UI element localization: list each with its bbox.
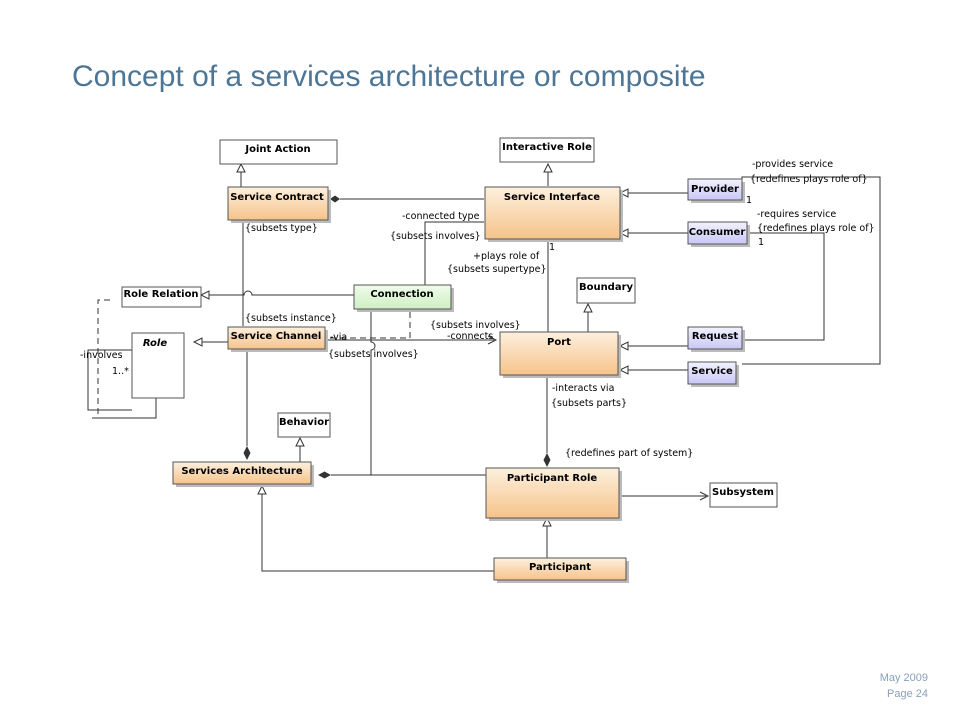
generalization-arrowhead: [542, 516, 552, 527]
constraint-label: {subsets instance}: [245, 313, 337, 324]
class-request[interactable]: Request: [687, 326, 745, 352]
association-line: [424, 221, 484, 285]
role-label: -involves: [80, 350, 123, 361]
constraint-label: {redefines part of system}: [565, 448, 693, 459]
generalization-arrowhead: [618, 341, 629, 351]
role-label: -requires service: [757, 209, 836, 220]
association-line: [331, 308, 376, 476]
class-participant-role[interactable]: Participant Role: [485, 467, 622, 521]
class-role-relation[interactable]: Role Relation: [121, 286, 202, 308]
generalization-arrowhead: [583, 302, 593, 313]
generalization-arrowhead: [199, 290, 210, 300]
class-label: Service: [691, 366, 733, 377]
composition-diamond: [243, 446, 251, 460]
constraint-label: {subsets supertype}: [447, 264, 547, 275]
composition-diamond: [318, 471, 331, 479]
class-label: Boundary: [579, 282, 634, 293]
association-line: [92, 398, 157, 419]
class-label: Subsystem: [712, 487, 774, 498]
class-label: Connection: [370, 289, 433, 300]
class-label: Request: [692, 331, 738, 342]
class-label: Behavior: [279, 417, 329, 428]
class-provider[interactable]: Provider: [687, 178, 745, 203]
class-label: Port: [547, 337, 571, 348]
class-subsystem[interactable]: Subsystem: [709, 482, 778, 508]
role-label: -interacts via: [552, 383, 614, 394]
generalization-arrowhead: [236, 162, 246, 173]
multiplicity-label: 1: [746, 195, 752, 206]
page-title: Concept of a services architecture or co…: [72, 60, 706, 93]
association-line: [741, 176, 881, 365]
class-label: Role: [143, 338, 168, 349]
class-service[interactable]: Service: [687, 361, 739, 387]
class-label: Participant Role: [507, 473, 598, 484]
constraint-label: {subsets type}: [245, 223, 318, 234]
role-label: +plays role of: [473, 251, 540, 262]
class-label: Services Architecture: [181, 466, 302, 477]
navigability-arrow: [699, 491, 710, 501]
constraint-label: {subsets involves}: [328, 349, 419, 360]
class-label: Participant: [529, 562, 591, 573]
dependency-line: [97, 299, 110, 418]
generalization-line: [261, 492, 494, 572]
class-connection[interactable]: Connection: [353, 284, 454, 312]
constraint-label: {subsets involves}: [430, 320, 521, 331]
association-line: [87, 349, 132, 411]
class-services-architecture[interactable]: Services Architecture: [172, 461, 314, 487]
association-labels: -provides service {redefines plays role …: [80, 159, 875, 459]
generalization-arrowhead: [618, 228, 629, 238]
association-line: [741, 222, 825, 341]
role-label: -connected type: [402, 211, 480, 222]
constraint-label: {subsets parts}: [551, 398, 627, 409]
multiplicity-label: 1: [758, 237, 764, 248]
class-participant[interactable]: Participant: [493, 557, 629, 583]
class-label: Provider: [691, 184, 739, 195]
class-service-interface[interactable]: Service Interface: [484, 186, 623, 242]
class-service-channel[interactable]: Service Channel: [227, 326, 328, 352]
navigability-arrow: [487, 335, 498, 345]
multiplicity-label: 1: [549, 242, 555, 253]
role-label: -connects: [447, 331, 493, 342]
generalization-arrowhead: [618, 365, 629, 375]
generalization-line: [207, 290, 354, 296]
dependency-line: [328, 312, 411, 339]
class-label: Service Contract: [230, 192, 324, 203]
multiplicity-label: 1..*: [112, 366, 129, 377]
class-joint-action[interactable]: Joint Action: [219, 139, 338, 165]
constraint-label: {redefines plays role of}: [750, 174, 868, 185]
footer-page-number: Page 24: [887, 688, 928, 700]
class-port[interactable]: Port: [499, 331, 621, 378]
generalization-arrowhead: [618, 188, 629, 198]
generalization-arrowhead: [192, 337, 203, 347]
class-label: Joint Action: [244, 144, 310, 155]
composition-diamond: [330, 195, 340, 203]
class-boundary[interactable]: Boundary: [576, 277, 636, 304]
generalization-arrowhead: [295, 436, 305, 447]
class-consumer[interactable]: Consumer: [687, 221, 750, 247]
class-interactive-role[interactable]: Interactive Role: [499, 137, 595, 163]
class-service-contract[interactable]: Service Contract: [227, 186, 331, 223]
constraint-label: {redefines plays role of}: [757, 223, 875, 234]
class-label: Service Interface: [504, 192, 600, 203]
role-label: -via: [330, 332, 347, 343]
role-label: -provides service: [752, 159, 833, 170]
class-role[interactable]: Role: [131, 332, 185, 399]
constraint-label: {subsets involves}: [390, 231, 481, 242]
generalization-arrowhead: [257, 484, 267, 495]
composition-diamond: [543, 453, 551, 467]
footer-date: May 2009: [879, 672, 928, 684]
class-label: Consumer: [689, 227, 746, 238]
class-label: Interactive Role: [502, 142, 592, 153]
class-behavior[interactable]: Behavior: [277, 412, 331, 438]
slide-footer: May 2009 Page 24: [880, 670, 928, 702]
class-label: Service Channel: [231, 331, 322, 342]
class-label: Role Relation: [123, 289, 198, 300]
generalization-arrowhead: [543, 162, 553, 173]
